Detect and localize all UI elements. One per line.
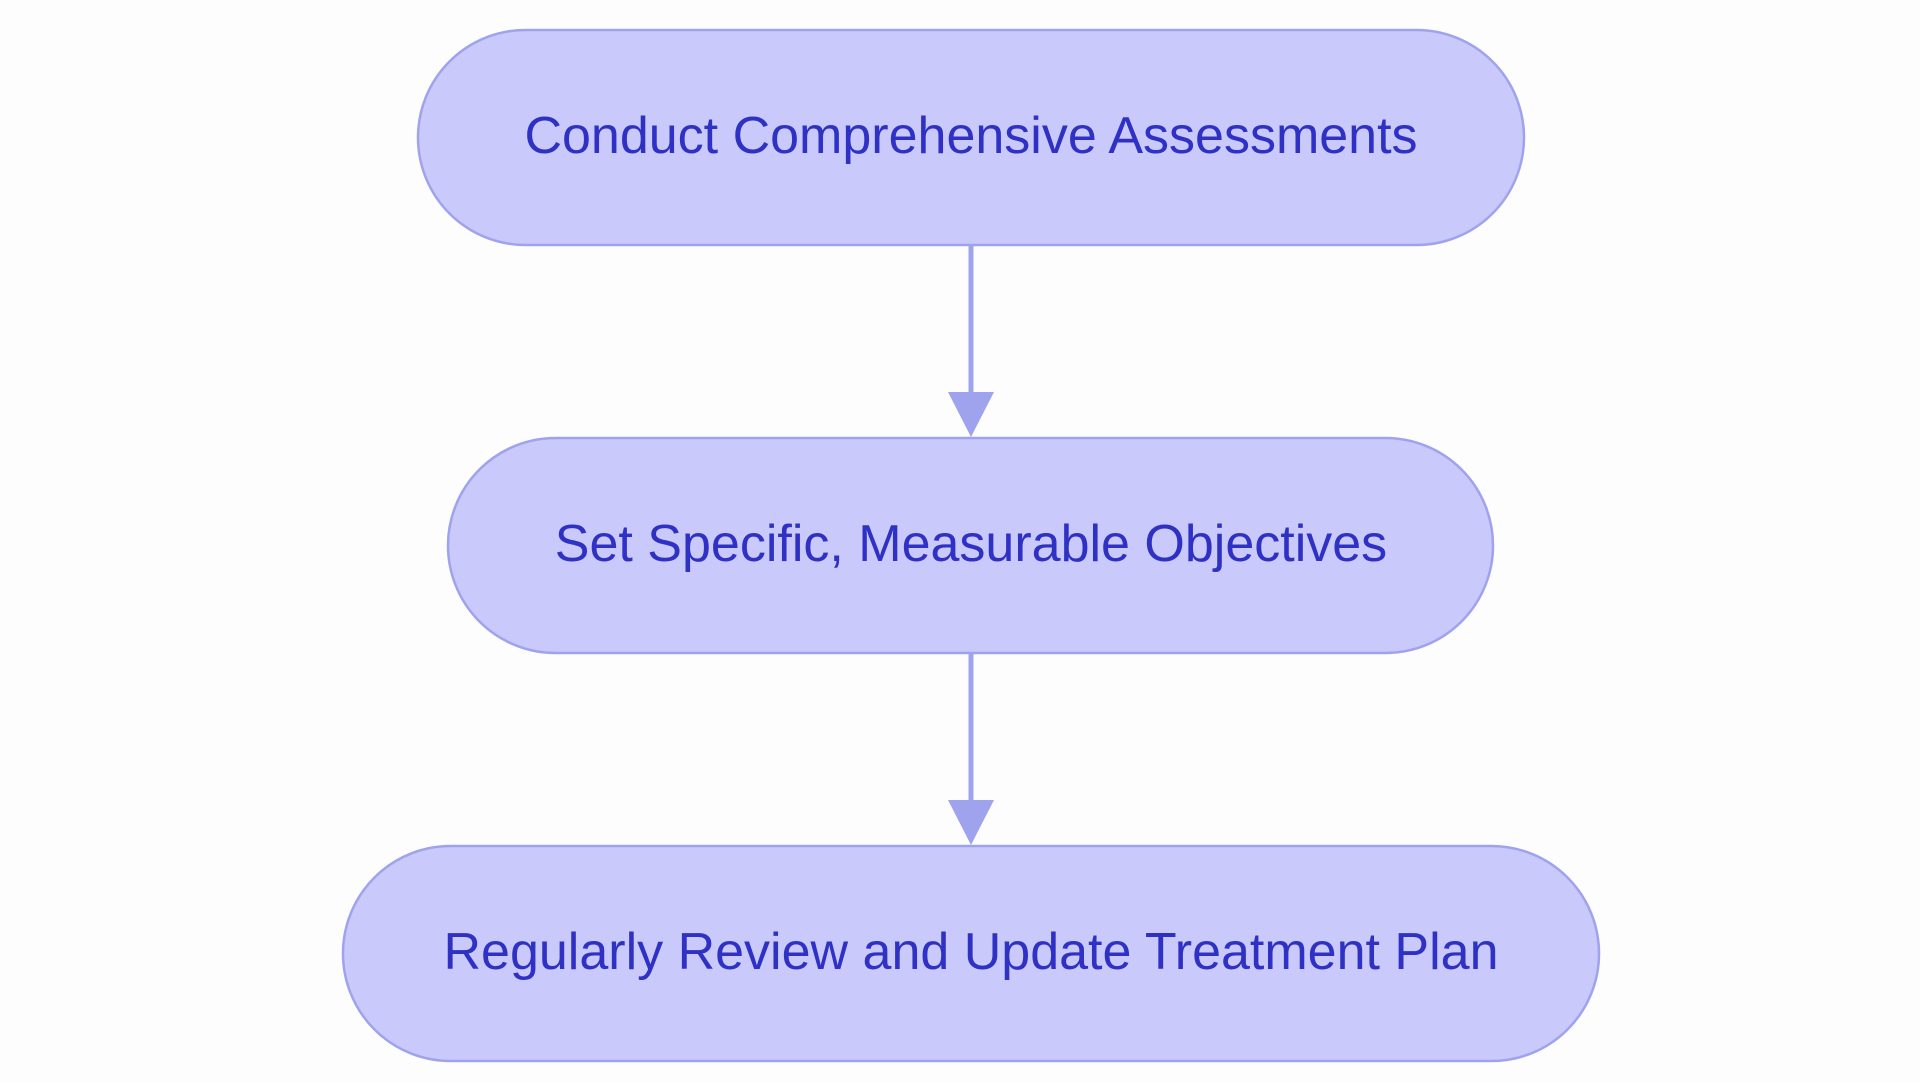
- node-label: Regularly Review and Update Treatment Pl…: [443, 923, 1498, 981]
- node-review-update-plan[interactable]: Regularly Review and Update Treatment Pl…: [341, 844, 1601, 1063]
- node-conduct-assessments[interactable]: Conduct Comprehensive Assessments: [416, 28, 1526, 247]
- edge-assessments-to-objectives: [948, 246, 994, 437]
- node-pill: [416, 28, 1526, 247]
- node-set-objectives[interactable]: Set Specific, Measurable Objectives: [446, 436, 1495, 655]
- arrowhead-icon: [948, 392, 994, 437]
- edge-objectives-to-review: [948, 653, 994, 845]
- node-label: Set Specific, Measurable Objectives: [555, 515, 1387, 573]
- node-label: Conduct Comprehensive Assessments: [524, 107, 1417, 165]
- arrowhead-icon: [948, 800, 994, 845]
- node-pill: [446, 436, 1495, 655]
- node-pill: [341, 844, 1601, 1063]
